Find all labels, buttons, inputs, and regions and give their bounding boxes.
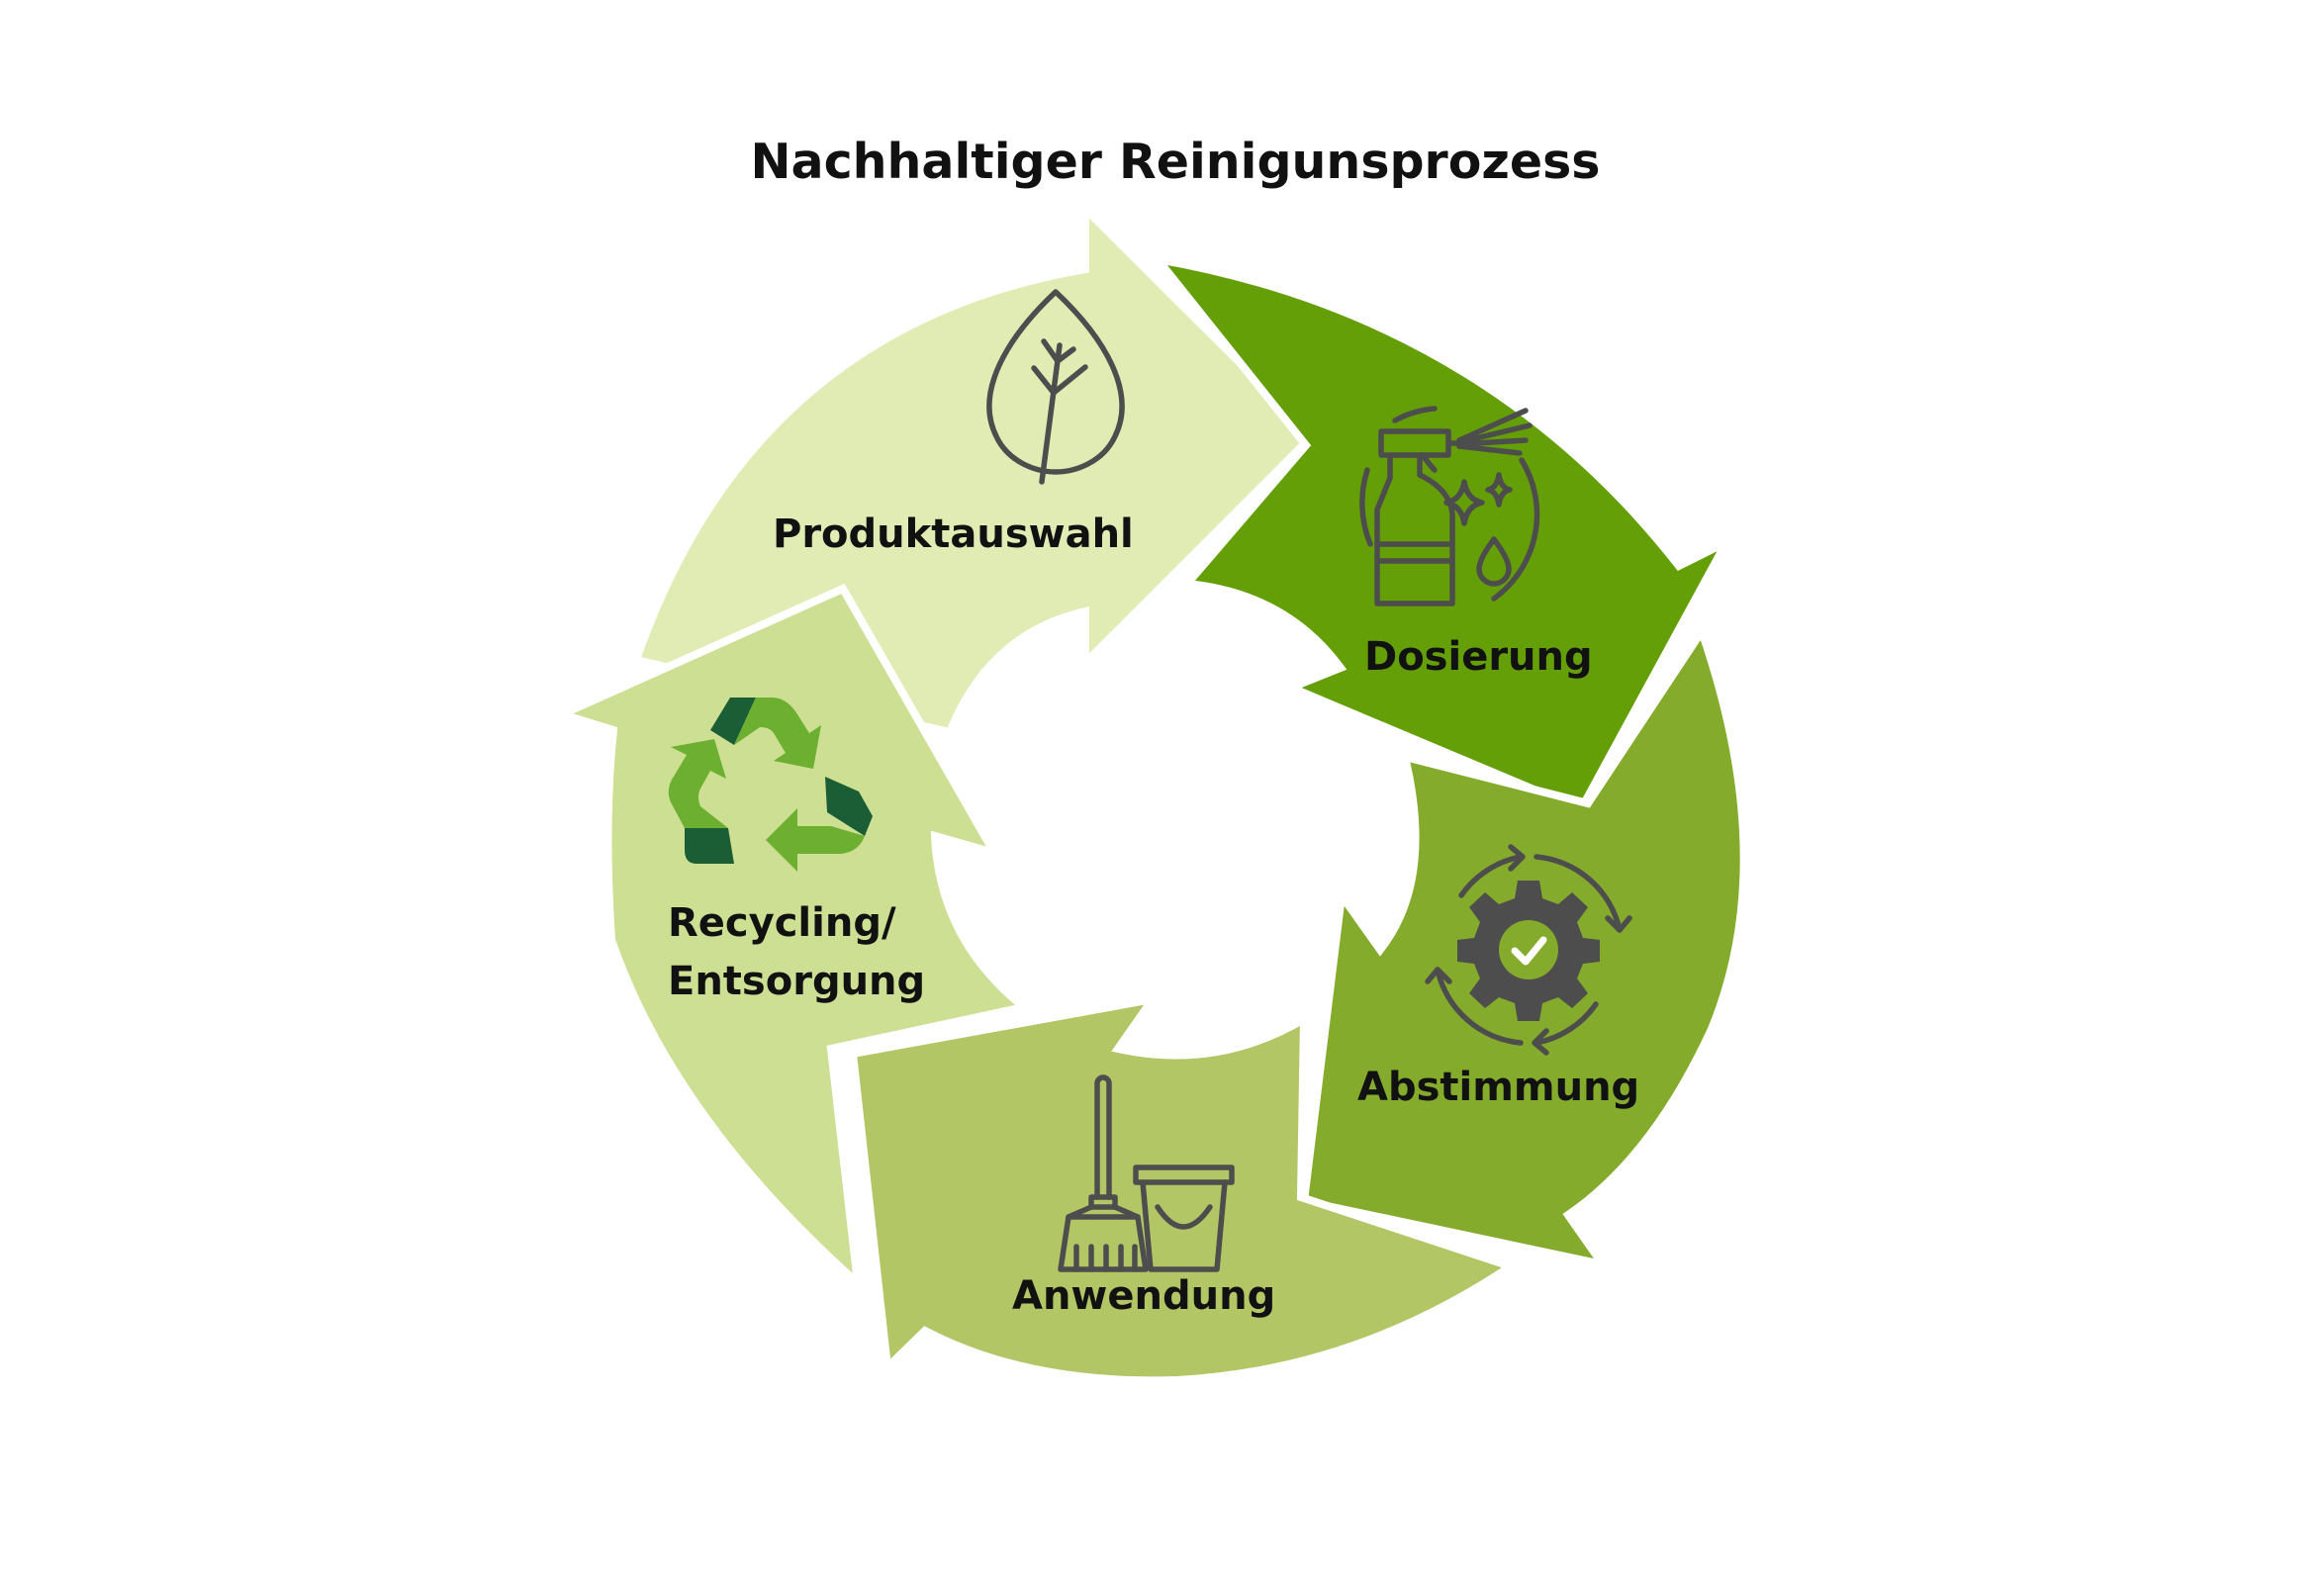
diagram-title: Nachhaltiger Reinigunsprozess <box>751 134 1601 190</box>
leaf-icon <box>986 289 1125 485</box>
recycle-arrow-right <box>766 777 873 872</box>
arrow-anwendung <box>848 993 1521 1385</box>
arrow-dosierung <box>1148 253 1736 815</box>
step-label-produktauswahl: Produktauswahl <box>773 512 1134 557</box>
spray-bottle-icon <box>1359 406 1540 606</box>
recycling-icon <box>668 698 873 872</box>
step-label-abstimmung: Abstimmung <box>1357 1065 1639 1110</box>
broom-bucket-icon <box>1058 1074 1235 1272</box>
recycle-arrow-top <box>710 698 821 769</box>
step-label-recycling-line2: Entsorgung <box>668 959 925 1004</box>
recycle-arrow-left <box>668 739 734 864</box>
step-label-recycling-line1: Recycling/ <box>668 900 896 946</box>
step-label-anwendung: Anwendung <box>1012 1273 1275 1319</box>
step-label-dosierung: Dosierung <box>1364 634 1593 680</box>
cycle-arrows <box>550 199 1748 1385</box>
arrow-recycling <box>550 583 1034 1293</box>
gear-check-cycle-icon <box>1425 844 1632 1056</box>
